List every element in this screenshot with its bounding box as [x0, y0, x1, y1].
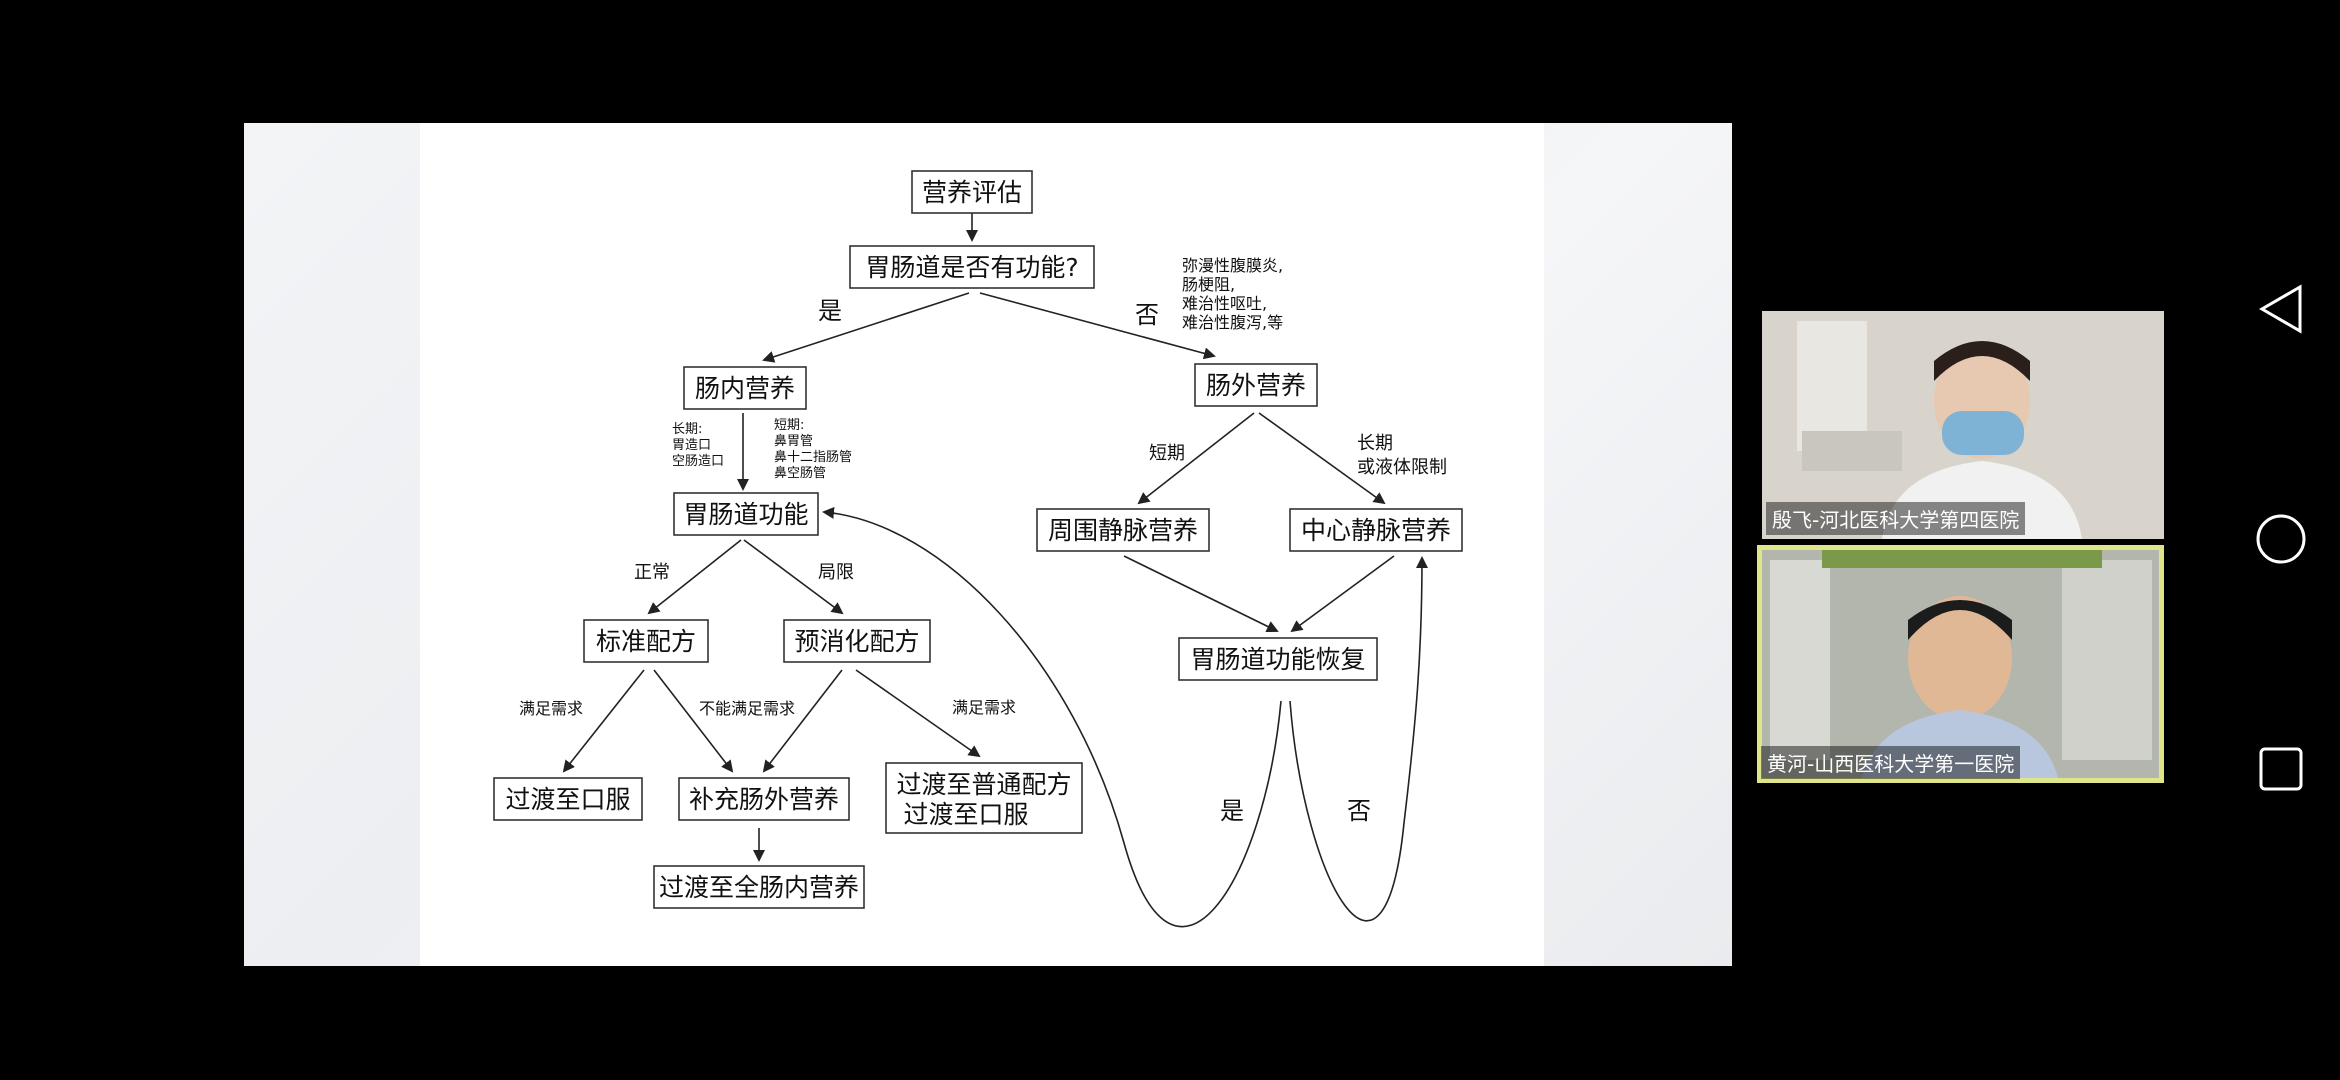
node-enteral: 肠内营养 — [683, 366, 807, 410]
svg-text:胃肠道是否有功能?: 胃肠道是否有功能? — [865, 253, 1078, 282]
participant-1-name: 殷飞-河北医科大学第四医院 — [1766, 502, 2026, 535]
svg-text:肠梗阻,: 肠梗阻, — [1182, 275, 1235, 294]
svg-text:过渡至全肠内营养: 过渡至全肠内营养 — [659, 873, 859, 902]
label-recovery-no: 否 — [1347, 797, 1371, 825]
svg-text:过渡至普通配方: 过渡至普通配方 — [896, 770, 1071, 799]
svg-text:难治性呕吐,: 难治性呕吐, — [1182, 294, 1267, 313]
label-meets-need-2: 满足需求 — [952, 698, 1016, 717]
svg-text:中心静脉营养: 中心静脉营养 — [1301, 516, 1451, 545]
participant-video-2[interactable]: 黄河-山西医科大学第一医院 — [1757, 545, 2164, 783]
home-button[interactable] — [2255, 513, 2307, 565]
svg-text:胃肠道功能恢复: 胃肠道功能恢复 — [1190, 645, 1365, 674]
svg-text:周围静脉营养: 周围静脉营养 — [1048, 516, 1198, 545]
participant-video-1[interactable]: 殷飞-河北医科大学第四医院 — [1762, 311, 2164, 539]
label-contraindications: 弥漫性腹膜炎, 肠梗阻, 难治性呕吐, 难治性腹泻,等 — [1182, 256, 1283, 332]
node-central: 中心静脉营养 — [1289, 508, 1463, 552]
svg-text:弥漫性腹膜炎,: 弥漫性腹膜炎, — [1182, 256, 1283, 275]
back-button[interactable] — [2255, 283, 2307, 335]
node-predigested: 预消化配方 — [783, 619, 931, 663]
svg-text:短期:: 短期: — [774, 418, 804, 433]
svg-text:胃造口: 胃造口 — [672, 438, 711, 453]
svg-text:或液体限制: 或液体限制 — [1357, 457, 1447, 478]
svg-text:过渡至口服: 过渡至口服 — [903, 800, 1028, 829]
svg-text:空肠造口: 空肠造口 — [672, 454, 724, 469]
node-standard: 标准配方 — [583, 619, 709, 663]
svg-text:鼻空肠管: 鼻空肠管 — [774, 465, 826, 481]
flow-arrows — [562, 213, 1428, 928]
svg-text:肠内营养: 肠内营养 — [695, 374, 795, 403]
node-gi-function: 胃肠道功能 — [673, 492, 819, 536]
node-supplement-pn: 补充肠外营养 — [678, 777, 850, 821]
node-gi-function-question: 胃肠道是否有功能? — [849, 245, 1095, 289]
label-no: 否 — [1135, 301, 1159, 329]
recents-button[interactable] — [2255, 743, 2307, 795]
node-to-normal: 过渡至普通配方 过渡至口服 — [885, 762, 1083, 834]
svg-text:标准配方: 标准配方 — [596, 627, 696, 656]
svg-text:预消化配方: 预消化配方 — [794, 627, 919, 656]
label-normal: 正常 — [634, 562, 670, 583]
label-short-term-left: 短期: 鼻胃管 鼻十二指肠管 鼻空肠管 — [774, 418, 852, 481]
shared-slide: 营养评估 胃肠道是否有功能? 肠内营养 肠外营养 胃肠道功能 周围静脉营养 中心… — [244, 123, 1732, 966]
label-long-term-left: 长期: 胃造口 空肠造口 — [672, 422, 724, 469]
label-yes: 是 — [818, 297, 842, 325]
svg-text:鼻十二指肠管: 鼻十二指肠管 — [774, 449, 852, 465]
node-gi-recovery: 胃肠道功能恢复 — [1178, 637, 1378, 681]
label-short-term: 短期 — [1149, 443, 1185, 464]
label-limited: 局限 — [818, 562, 854, 583]
svg-text:难治性腹泻,等: 难治性腹泻,等 — [1182, 313, 1283, 332]
participant-1-image — [1762, 311, 2164, 539]
svg-text:肠外营养: 肠外营养 — [1206, 371, 1306, 400]
label-long-term-right: 长期 或液体限制 — [1357, 433, 1447, 478]
label-recovery-yes: 是 — [1220, 797, 1244, 825]
nutrition-flowchart: 营养评估 胃肠道是否有功能? 肠内营养 肠外营养 胃肠道功能 周围静脉营养 中心… — [493, 170, 1463, 928]
participant-2-image — [1762, 550, 2159, 778]
recents-icon — [2259, 747, 2303, 791]
label-meets-need: 满足需求 — [519, 699, 583, 718]
home-icon — [2256, 514, 2306, 564]
node-peripheral: 周围静脉营养 — [1036, 508, 1210, 552]
participant-2-name: 黄河-山西医科大学第一医院 — [1761, 746, 2021, 779]
participant-2-frame — [1762, 550, 2159, 778]
node-to-oral: 过渡至口服 — [493, 777, 643, 821]
node-to-full-en: 过渡至全肠内营养 — [653, 865, 865, 909]
svg-text:营养评估: 营养评估 — [922, 178, 1022, 207]
label-not-meet-need: 不能满足需求 — [699, 699, 795, 718]
node-assess: 营养评估 — [911, 170, 1033, 214]
svg-text:胃肠道功能: 胃肠道功能 — [683, 500, 808, 529]
svg-text:鼻胃管: 鼻胃管 — [774, 433, 813, 449]
svg-text:过渡至口服: 过渡至口服 — [505, 785, 630, 814]
back-icon — [2259, 284, 2302, 334]
svg-text:补充肠外营养: 补充肠外营养 — [689, 785, 839, 814]
svg-text:长期: 长期 — [1357, 433, 1393, 454]
svg-text:长期:: 长期: — [672, 422, 702, 437]
node-parenteral: 肠外营养 — [1194, 363, 1318, 407]
